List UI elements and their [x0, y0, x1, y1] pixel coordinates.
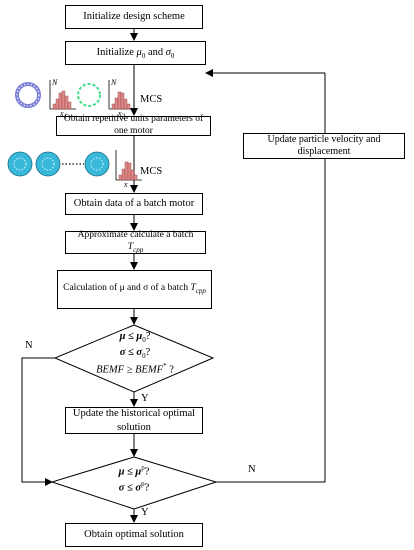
decision1-text: μ ≤ μ0? σ ≤ σ0? BEMF ≥ BEMF* ?: [85, 330, 185, 378]
init-params-box: Initialize μ0 and σ0: [65, 41, 206, 65]
update-particle-line2: displacement: [297, 146, 351, 157]
decision1-diamond: [53, 324, 215, 393]
update-historical-line1: Update the historical optimal: [72, 408, 196, 420]
mcs-label-2: MCS: [140, 166, 163, 177]
histogram2-icon: [108, 80, 133, 110]
update-particle-box: Update particle velocity and displacemen…: [243, 133, 405, 159]
motor-icon-1: [7, 151, 33, 177]
calc-box: Calculation of μ and σ of a batch Tcpp: [57, 270, 212, 309]
approx-box: Approximate calculate a batch Tcpp: [65, 230, 206, 255]
hist3-axis-x: x: [124, 180, 128, 189]
arrow-decision1-no: [21, 357, 55, 486]
motor-icon-2: [35, 151, 61, 177]
obtain-batch-label: Obtain data of a batch motor: [73, 198, 195, 210]
histogram1-icon: [49, 80, 76, 110]
rotor-ring-icon: [77, 83, 101, 107]
obtain-units-label: Obtain repetitive units parameters of on…: [63, 114, 204, 136]
approx-label: Approximate calculate a batch Tcpp: [77, 230, 194, 255]
obtain-optimal-label: Obtain optimal solution: [84, 529, 184, 541]
yes-label-1: Y: [141, 393, 149, 404]
no-label-left: N: [25, 340, 33, 351]
histogram3-icon: [115, 150, 142, 181]
decision2-line2: σ ≤ σp?: [118, 480, 150, 494]
no-label-right: N: [248, 464, 256, 475]
calc-label: Calculation of μ and σ of a batch Tcpp: [63, 283, 206, 296]
update-historical-line2: solution: [117, 421, 151, 433]
update-particle-line1: Update particle velocity and: [267, 133, 381, 145]
decision1-line2: σ ≤ σ0?: [119, 346, 151, 360]
obtain-batch-box: Obtain data of a batch motor: [65, 193, 203, 215]
obtain-optimal-box: Obtain optimal solution: [65, 523, 203, 547]
hist1-axis-n: N: [52, 78, 58, 87]
decision1-line3: BEMF ≥ BEMF* ?: [96, 361, 174, 376]
yes-label-2: Y: [141, 507, 149, 518]
init-params-label: Initialize μ0 and σ0: [96, 46, 175, 60]
stator-ring-icon: [15, 82, 41, 108]
obtain-units-box: Obtain repetitive units parameters of on…: [56, 114, 211, 136]
decision2-diamond: [50, 456, 218, 510]
decision2-line1: μ ≤ μp?: [118, 464, 150, 478]
init-design-label: Initialize design scheme: [83, 11, 185, 23]
init-design-box: Initialize design scheme: [65, 5, 203, 29]
arrow-decision2-no: [216, 159, 326, 483]
mcs-label-1: MCS: [140, 94, 163, 105]
hist2-axis-x: x2: [118, 109, 126, 121]
motor-icon-3: [84, 151, 110, 177]
update-historical-box: Update the historical optimal solution: [65, 407, 203, 434]
hist1-axis-x: x1: [60, 109, 68, 121]
hist2-axis-n: N: [111, 78, 117, 87]
decision1-line1: μ ≤ μ0?: [119, 331, 151, 345]
decision2-text: μ ≤ μp? σ ≤ σp?: [94, 464, 174, 496]
